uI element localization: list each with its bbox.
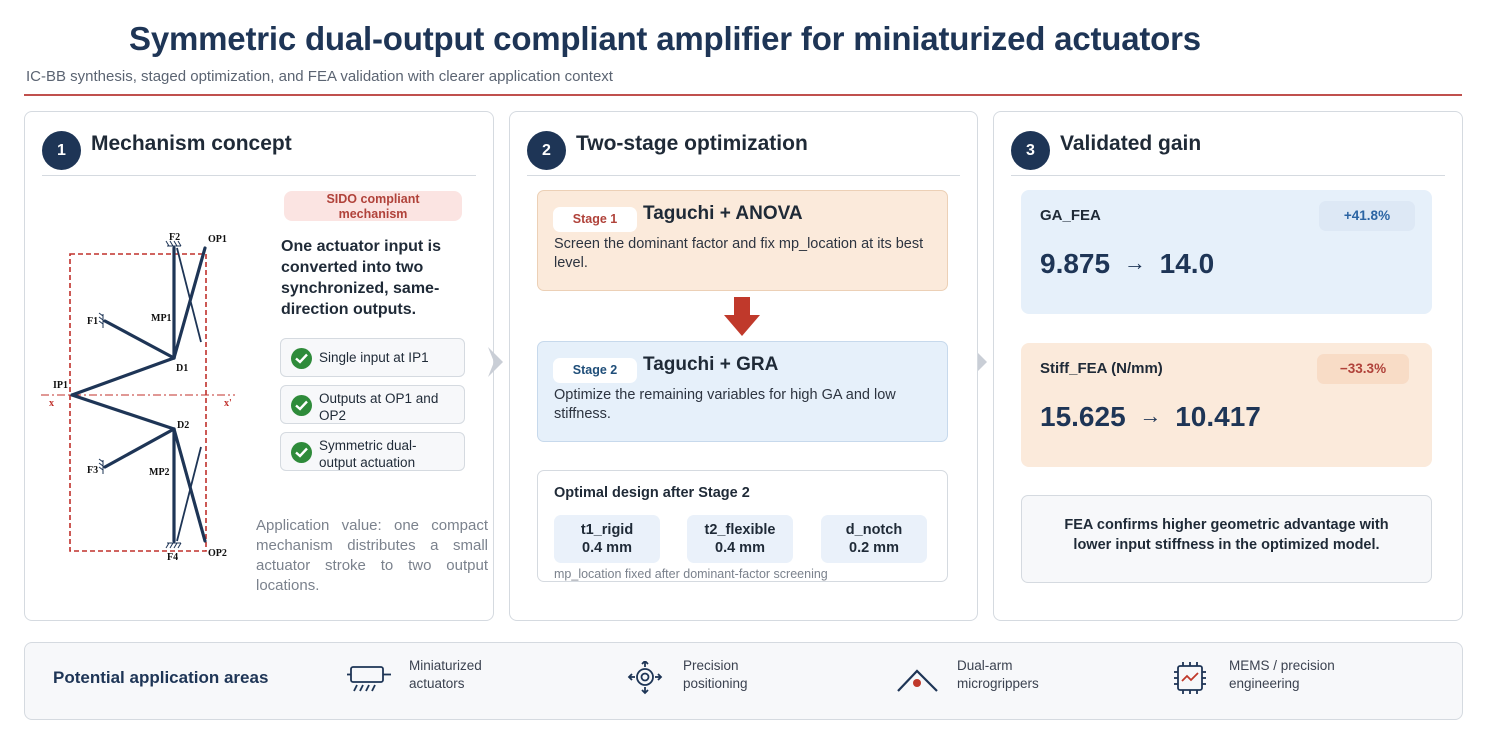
arrow-right-icon: →: [1139, 403, 1162, 428]
application-label: Dual-arm microgrippers: [957, 657, 1097, 693]
metric-to: 14.0: [1159, 248, 1215, 279]
stage-description: Screen the dominant factor and fix mp_lo…: [554, 236, 924, 271]
gripper-icon: [897, 669, 938, 692]
sido-tag: SIDO compliant mechanism: [284, 191, 462, 221]
check-item: Single input at IP1: [280, 338, 465, 377]
application-value: Application value: one compact mechanism…: [256, 517, 488, 594]
stage-1-card: Stage 1 Taguchi + ANOVA Screen the domin…: [537, 190, 948, 291]
page-title: Symmetric dual-output compliant amplifie…: [129, 20, 1201, 57]
panel-divider: [1011, 175, 1445, 176]
step-number-badge: 3: [1011, 131, 1050, 170]
label-op1: OP1: [208, 234, 227, 245]
sido-tag-label: SIDO compliant mechanism: [326, 192, 420, 221]
param-card: t1_rigid 0.4 mm: [554, 515, 660, 563]
label-line: microgrippers: [957, 676, 1039, 691]
stage-2-card: Stage 2 Taguchi + GRA Optimize the remai…: [537, 341, 948, 442]
panel-two-stage-optimization: 2 Two-stage optimization Stage 1 Taguchi…: [509, 111, 978, 621]
step-number-badge: 1: [42, 131, 81, 170]
chevron-right-icon: [488, 347, 503, 377]
label-line: Dual-arm: [957, 658, 1013, 673]
panel-mechanism-concept: 1 Mechanism concept F2: [24, 111, 494, 621]
label-line: positioning: [683, 676, 748, 691]
metric-card-stiffness: Stiff_FEA (N/mm) −33.3% 15.625 → 10.417: [1021, 343, 1432, 467]
application-label: Precision positioning: [683, 657, 823, 693]
target-icon: [627, 661, 663, 695]
panel-title: Two-stage optimization: [576, 132, 808, 155]
check-item: Outputs at OP1 and OP2: [280, 385, 465, 424]
param-value: 0.4 mm: [715, 540, 765, 556]
stage-tag: Stage 1: [553, 207, 637, 232]
label-op2: OP2: [208, 548, 227, 559]
optimal-design-title: Optimal design after Stage 2: [554, 485, 750, 501]
mechanism-diagram: F2 OP1 F1 MP1 D1 IP1 x x' D2 F3 MP2 F4 O…: [41, 232, 235, 563]
optimal-design-box: Optimal design after Stage 2 t1_rigid 0.…: [537, 470, 948, 582]
metric-change-badge: +41.8%: [1319, 201, 1415, 231]
check-icon: [291, 348, 312, 369]
down-arrow-icon: [724, 297, 760, 336]
label-ip1: IP1: [53, 380, 68, 391]
metric-change-badge: −33.3%: [1317, 354, 1409, 384]
param-card: d_notch 0.2 mm: [821, 515, 927, 563]
label-x: x: [49, 398, 54, 409]
label-f2: F2: [169, 232, 180, 243]
label-line: actuators: [409, 676, 465, 691]
label-line: engineering: [1229, 676, 1300, 691]
application-areas-title: Potential application areas: [53, 668, 269, 687]
fea-conclusion: FEA confirms higher geometric advantage …: [1021, 495, 1432, 583]
param-value: 0.4 mm: [582, 540, 632, 556]
label-d1: D1: [176, 363, 188, 374]
chip-icon: [1174, 662, 1206, 694]
metric-values: 15.625 → 10.417: [1040, 401, 1261, 433]
stage-method: Taguchi + ANOVA: [643, 203, 803, 224]
check-label: Single input at IP1: [319, 350, 429, 365]
metric-values: 9.875 → 14.0: [1040, 248, 1214, 280]
check-label: Symmetric dual-output actuation: [319, 438, 417, 470]
panel-divider: [42, 175, 476, 176]
step-number-badge: 2: [527, 131, 566, 170]
label-line: Precision: [683, 658, 739, 673]
label-f4: F4: [167, 552, 178, 563]
label-line: Miniaturized: [409, 658, 482, 673]
metric-to: 10.417: [1175, 401, 1261, 432]
optimal-note: mp_location fixed after dominant-factor …: [554, 567, 828, 581]
mechanism-description: One actuator input is converted into two…: [281, 238, 442, 318]
panel-validated-gain: 3 Validated gain GA_FEA +41.8% 9.875 → 1…: [993, 111, 1463, 621]
label-x-prime: x': [224, 398, 232, 409]
label-f1: F1: [87, 316, 98, 327]
check-icon: [291, 395, 312, 416]
label-d2: D2: [177, 420, 189, 431]
param-name: d_notch: [845, 522, 903, 538]
metric-from: 9.875: [1040, 248, 1111, 279]
stage-method: Taguchi + GRA: [643, 354, 779, 375]
param-name: t1_rigid: [580, 522, 634, 538]
metric-card-ga: GA_FEA +41.8% 9.875 → 14.0: [1021, 190, 1432, 314]
application-areas-bar: Potential application areas Miniaturized…: [24, 642, 1463, 720]
page-subtitle: IC-BB synthesis, staged optimization, an…: [26, 68, 613, 85]
title-divider: [24, 94, 1462, 96]
arrow-right-icon: →: [1123, 250, 1146, 275]
stage-tag: Stage 2: [553, 358, 637, 383]
metric-from: 15.625: [1040, 401, 1126, 432]
metric-name: Stiff_FEA (N/mm): [1040, 360, 1163, 377]
check-label: Outputs at OP1 and OP2: [319, 391, 439, 423]
param-name: t2_flexible: [704, 522, 776, 538]
panel-title: Mechanism concept: [91, 132, 292, 155]
stage-description: Optimize the remaining variables for hig…: [554, 387, 896, 422]
panel-title: Validated gain: [1060, 132, 1202, 155]
param-value: 0.2 mm: [849, 540, 899, 556]
check-icon: [291, 442, 312, 463]
label-mp2: MP2: [149, 467, 170, 478]
param-card: t2_flexible 0.4 mm: [687, 515, 793, 563]
label-line: MEMS / precision: [1229, 658, 1335, 673]
label-f3: F3: [87, 465, 98, 476]
check-item: Symmetric dual-output actuation: [280, 432, 465, 471]
application-label: MEMS / precision engineering: [1229, 657, 1369, 693]
boundary-box: [69, 253, 207, 552]
label-mp1: MP1: [151, 313, 172, 324]
panel-divider: [527, 175, 960, 176]
application-label: Miniaturized actuators: [409, 657, 549, 693]
actuator-icon: [347, 666, 391, 692]
metric-name: GA_FEA: [1040, 207, 1101, 224]
